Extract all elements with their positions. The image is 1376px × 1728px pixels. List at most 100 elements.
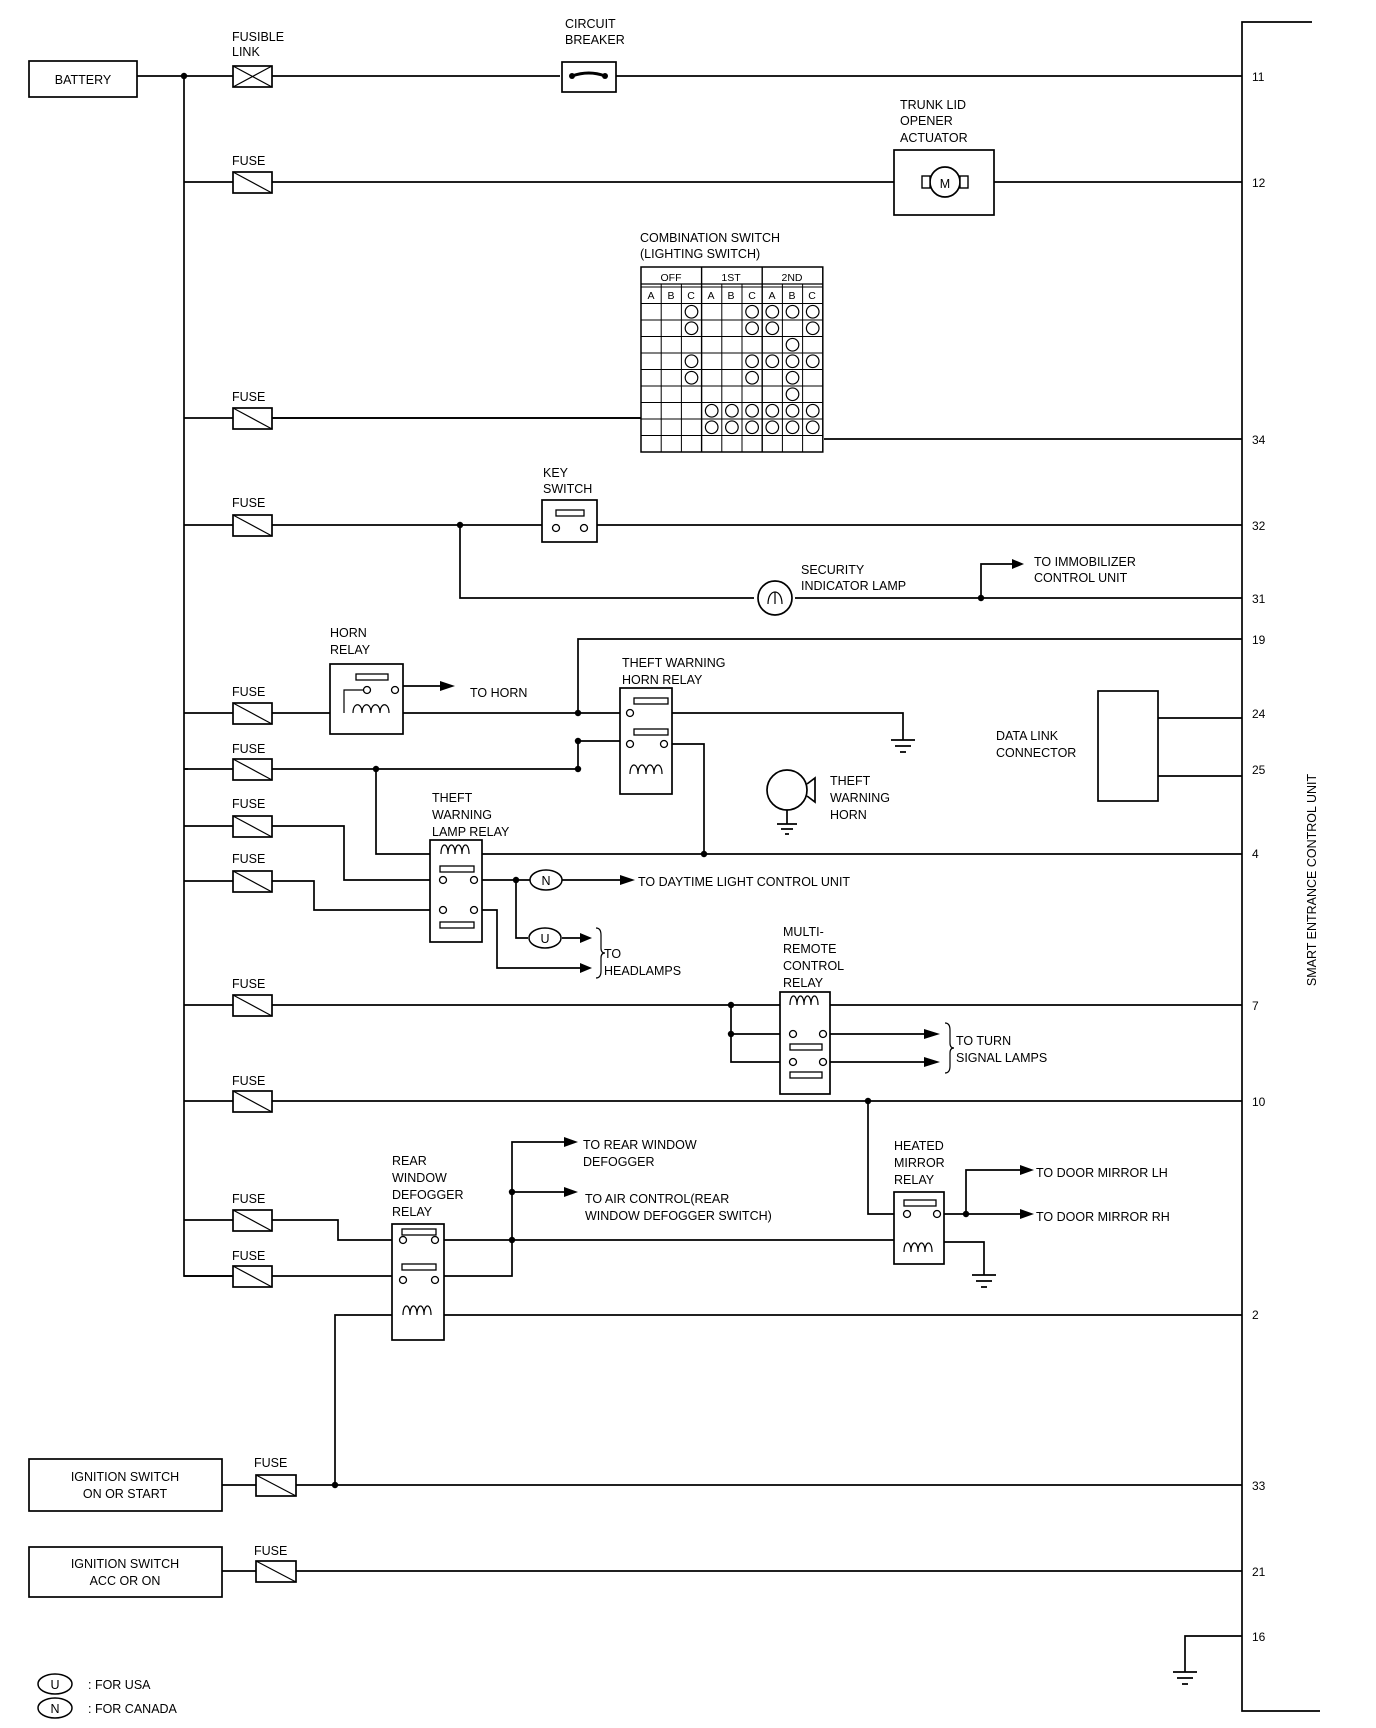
svg-text:B: B (727, 290, 734, 302)
data-link-connector: DATA LINK CONNECTOR (996, 690, 1242, 802)
svg-text:RELAY: RELAY (392, 1205, 433, 1219)
svg-text:MIRROR: MIRROR (894, 1156, 945, 1170)
svg-text:FUSE: FUSE (232, 742, 265, 756)
svg-text:INDICATOR LAMP: INDICATOR LAMP (801, 579, 906, 593)
key-switch: KEY SWITCH (541, 466, 598, 543)
svg-text:24: 24 (1252, 707, 1266, 721)
svg-text:2ND: 2ND (781, 272, 802, 284)
svg-text:CONTROL UNIT: CONTROL UNIT (1034, 571, 1128, 585)
svg-text:CONTROL: CONTROL (783, 959, 844, 973)
svg-text:TRUNK LID: TRUNK LID (900, 98, 966, 112)
canada-option-symbol: N TO DAYTIME LIGHT CONTROL UNIT (529, 869, 850, 891)
switch-contact (745, 420, 759, 435)
switch-contact (745, 370, 759, 385)
svg-text:LAMP RELAY: LAMP RELAY (432, 825, 510, 839)
svg-text:1ST: 1ST (721, 272, 741, 284)
svg-text:21: 21 (1252, 1565, 1266, 1579)
switch-contact (785, 337, 800, 352)
switch-contact (805, 403, 820, 418)
switch-header: OFF 1ST 2ND A B C A B C A B C (647, 272, 816, 302)
svg-text:FUSE: FUSE (232, 852, 265, 866)
fuse-lamp-1: FUSE (232, 797, 273, 838)
svg-text:WARNING: WARNING (432, 808, 492, 822)
svg-text:FUSE: FUSE (232, 1074, 265, 1088)
switch-contact (684, 370, 699, 385)
svg-text:THEFT: THEFT (432, 791, 473, 805)
svg-text:FUSE: FUSE (232, 390, 265, 404)
svg-text:TO DOOR MIRROR RH: TO DOOR MIRROR RH (1036, 1210, 1170, 1224)
switch-contact (765, 403, 780, 418)
canada-symbol-icon (37, 1697, 73, 1719)
svg-text:RELAY: RELAY (894, 1173, 935, 1187)
switch-contact (785, 403, 800, 418)
fuse-32: FUSE (232, 496, 273, 537)
fusible-link: FUSIBLE LINK (232, 30, 284, 88)
svg-text:COMBINATION SWITCH: COMBINATION SWITCH (640, 231, 780, 245)
fuse-12: FUSE (232, 154, 273, 194)
fuse-defog-1: FUSE (232, 1192, 273, 1232)
svg-text:REAR: REAR (392, 1154, 427, 1168)
svg-text:HEATED: HEATED (894, 1139, 944, 1153)
battery-label: BATTERY (55, 73, 112, 87)
fuses: FUSE FUSE FUSE FUSE FUSE FUSE FUSE FUSE … (232, 154, 297, 1583)
multi-remote-control-relay: MULTI- REMOTE CONTROL RELAY TO TURN SIGN… (779, 925, 1047, 1095)
security-indicator-lamp: SECURITY INDICATOR LAMP TO IMMOBILIZER C… (757, 555, 1136, 616)
combination-switch: COMBINATION SWITCH (LIGHTING SWITCH) OFF… (640, 231, 824, 453)
svg-text:ACTUATOR: ACTUATOR (900, 131, 968, 145)
svg-text:31: 31 (1252, 592, 1266, 606)
svg-text:LINK: LINK (232, 45, 260, 59)
switch-contact (684, 354, 699, 369)
svg-text:FUSIBLE: FUSIBLE (232, 30, 284, 44)
svg-text:TO REAR WINDOW: TO REAR WINDOW (583, 1138, 697, 1152)
svg-text:11: 11 (1252, 70, 1265, 84)
svg-text:A: A (768, 290, 775, 302)
svg-text:U: U (540, 932, 549, 946)
switch-contact (765, 304, 780, 319)
pin-numbers: 11 12 34 32 31 19 24 25 4 7 10 2 33 21 1… (1252, 70, 1266, 1644)
svg-text:TO HORN: TO HORN (470, 686, 527, 700)
legend: U : FOR USA N : FOR CANADA (37, 1673, 178, 1719)
switch-contact (745, 304, 759, 319)
svg-text:CONNECTOR: CONNECTOR (996, 746, 1076, 760)
svg-text:REMOTE: REMOTE (783, 942, 836, 956)
svg-text:MULTI-: MULTI- (783, 925, 824, 939)
svg-text:THEFT WARNING: THEFT WARNING (622, 656, 725, 670)
switch-contact (785, 304, 800, 319)
svg-text:THEFT: THEFT (830, 774, 871, 788)
switch-contact (785, 354, 800, 369)
svg-text:12: 12 (1252, 176, 1266, 190)
svg-text:FUSE: FUSE (232, 154, 265, 168)
ignition-switch-on-start: IGNITION SWITCH ON OR START (28, 1458, 223, 1512)
svg-text:IGNITION SWITCH: IGNITION SWITCH (71, 1557, 179, 1571)
svg-text:TO IMMOBILIZER: TO IMMOBILIZER (1034, 555, 1136, 569)
svg-text:A: A (647, 290, 654, 302)
fuse-7: FUSE (232, 977, 273, 1017)
svg-text:ACC OR ON: ACC OR ON (90, 1574, 161, 1588)
switch-contact (805, 321, 820, 336)
svg-text:FUSE: FUSE (232, 1249, 265, 1263)
svg-text:32: 32 (1252, 519, 1266, 533)
svg-text:HORN: HORN (330, 626, 367, 640)
control-unit-label: SMART ENTRANCE CONTROL UNIT (1305, 773, 1319, 986)
svg-text:FUSE: FUSE (232, 797, 265, 811)
switch-contact (704, 420, 719, 435)
svg-text:CIRCUIT: CIRCUIT (565, 17, 616, 31)
svg-text:WINDOW: WINDOW (392, 1171, 447, 1185)
switch-contact (785, 370, 800, 385)
svg-text:FUSE: FUSE (232, 1192, 265, 1206)
fuse-ign-acc: FUSE (254, 1544, 297, 1583)
theft-warning-horn: THEFT WARNING HORN (766, 769, 890, 835)
svg-text:DEFOGGER: DEFOGGER (583, 1155, 655, 1169)
svg-text:SIGNAL LAMPS: SIGNAL LAMPS (956, 1051, 1047, 1065)
fuse-lamp-2: FUSE (232, 852, 273, 893)
svg-text:(LIGHTING SWITCH): (LIGHTING SWITCH) (640, 247, 760, 261)
svg-text:: FOR USA: : FOR USA (88, 1678, 151, 1692)
svg-text:16: 16 (1252, 1630, 1266, 1644)
svg-text:TO: TO (604, 947, 621, 961)
svg-text:34: 34 (1252, 433, 1266, 447)
svg-text:TO DOOR MIRROR LH: TO DOOR MIRROR LH (1036, 1166, 1168, 1180)
rear-window-defogger-relay: REAR WINDOW DEFOGGER RELAY TO REAR WINDO… (391, 1137, 772, 1341)
switch-contact (765, 321, 780, 336)
switch-contact (745, 321, 759, 336)
svg-text:ON OR START: ON OR START (83, 1487, 168, 1501)
